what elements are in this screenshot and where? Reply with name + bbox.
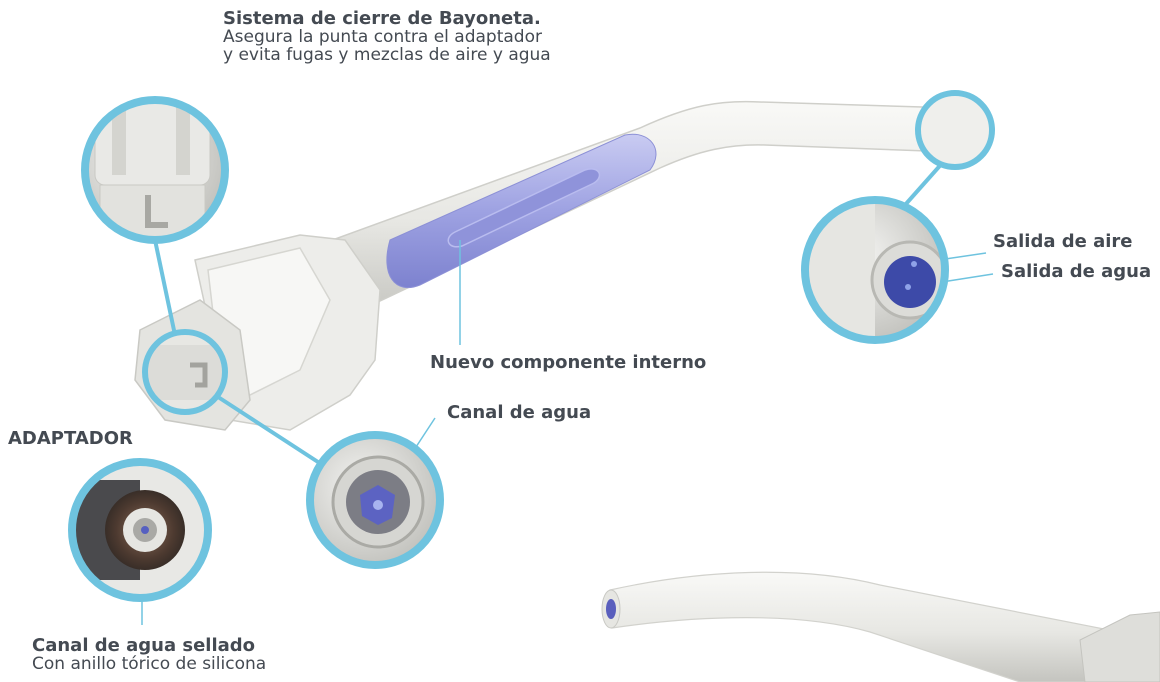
main-tip xyxy=(134,100,956,431)
water-outlet-label: Salida de agua xyxy=(1001,261,1152,282)
zoom-adapter xyxy=(68,458,212,602)
secondary-connector xyxy=(1079,611,1160,682)
leader-water-channel-zoom xyxy=(213,393,320,464)
secondary-outlet xyxy=(606,599,616,619)
sealed-channel-callout: Canal de agua sellado Con anillo tórico … xyxy=(32,635,267,674)
zoom-connector-notch xyxy=(142,329,228,415)
sealed-desc: Con anillo tórico de silicona xyxy=(32,653,267,674)
bayonet-desc-line2: y evita fugas y mezclas de aire y agua xyxy=(223,44,551,65)
bayonet-title: Sistema de cierre de Bayoneta. xyxy=(223,8,541,29)
sealed-title: Canal de agua sellado xyxy=(32,635,256,656)
adapter-label: ADAPTADOR xyxy=(8,428,133,449)
inner-slot xyxy=(447,168,601,248)
zoom-outlet-marker xyxy=(915,90,995,170)
leader-outlet xyxy=(903,158,947,207)
leader-bayonet xyxy=(153,239,177,336)
air-outlet-label: Salida de aire xyxy=(993,231,1133,252)
zoom-water-channel xyxy=(306,431,444,569)
new-component-label: Nuevo componente interno xyxy=(430,352,707,373)
secondary-tip xyxy=(601,571,1160,682)
bayonet-desc-line1: Asegura la punta contra el adaptador xyxy=(223,26,542,47)
zoom-outlet xyxy=(801,196,949,344)
secondary-tube xyxy=(609,571,1160,682)
bayonet-callout: Sistema de cierre de Bayoneta. Asegura l… xyxy=(223,8,551,65)
water-channel-label: Canal de agua xyxy=(447,402,592,423)
zoom-bayonet xyxy=(81,96,229,244)
